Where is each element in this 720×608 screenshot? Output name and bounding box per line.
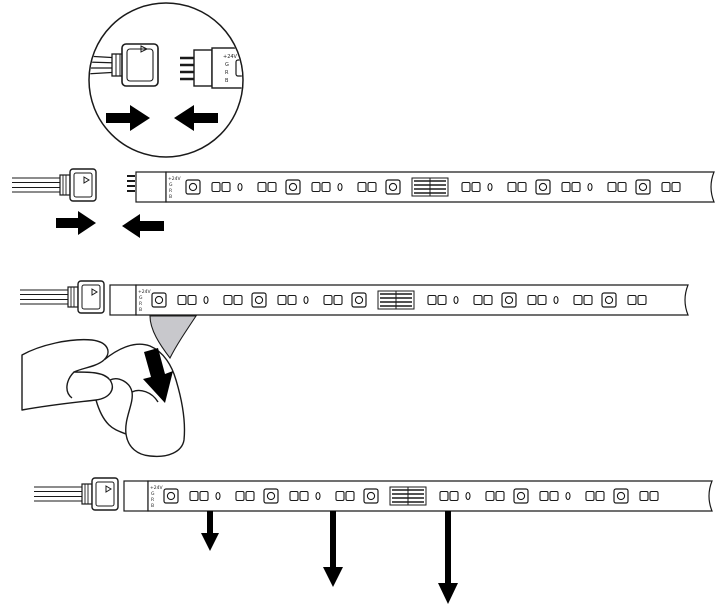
step2-plug-icon (19, 280, 105, 314)
cap (453, 295, 459, 305)
led-chip (285, 179, 301, 195)
step1-pins (127, 175, 135, 192)
cap (215, 491, 221, 501)
detail-magnifier: +24V G R B (88, 2, 244, 158)
led-chip (501, 292, 517, 308)
step1-pin-label-v: +24V (168, 176, 181, 182)
cut-pads (377, 290, 415, 310)
cap (337, 182, 343, 192)
led-chip (635, 179, 651, 195)
cap (487, 182, 493, 192)
step2-pin-label-b: B (139, 307, 142, 313)
cap (465, 491, 471, 501)
step2-peel: +24V G R B (19, 280, 689, 458)
cap (303, 295, 309, 305)
push-arrow-icon-2 (323, 511, 343, 587)
cap (565, 491, 571, 501)
step3-plug-icon (33, 477, 119, 511)
cap (315, 491, 321, 501)
zoom-pin-label-v: +24V (223, 54, 238, 60)
led-chip (185, 179, 201, 195)
cap (237, 182, 243, 192)
step2-strip: +24V G R B (109, 284, 689, 316)
zoomed-plug-icon (90, 43, 159, 87)
step3-pin-label-r: R (151, 497, 154, 503)
zoom-pin-label-b: B (225, 78, 229, 84)
zoom-arrow-left-icon (174, 105, 218, 131)
led-chip (385, 179, 401, 195)
step3-pin-label-v: +24V (150, 485, 163, 491)
step1-arrow-left-icon (122, 214, 164, 238)
led-chip (535, 179, 551, 195)
led-chip (251, 292, 267, 308)
step2-pin-label-g: G (139, 295, 143, 301)
led-chip (613, 488, 629, 504)
zoomed-strip-end-icon: +24V G R B (180, 47, 242, 89)
led-chip (151, 292, 167, 308)
press-down-arrow-icon (143, 348, 173, 403)
led-chip (363, 488, 379, 504)
step2-pin-label-r: R (139, 301, 142, 307)
push-arrow-icon-3 (438, 511, 458, 604)
zoom-arrow-right-icon (106, 105, 150, 131)
cap (587, 182, 593, 192)
step1-connect: +24V G R B (11, 168, 715, 238)
step3-pin-label-b: B (151, 503, 154, 509)
zoom-pin-label-g: G (225, 62, 229, 68)
zoom-pin-label-r: R (225, 70, 229, 76)
step1-arrow-right-icon (56, 211, 96, 235)
cap (203, 295, 209, 305)
cap (553, 295, 559, 305)
step1-pin-label-r: R (169, 188, 172, 194)
step3-mount: +24V G R B (33, 477, 713, 604)
led-chip (601, 292, 617, 308)
step1-pin-label-g: G (169, 182, 173, 188)
led-chip (263, 488, 279, 504)
led-chip (163, 488, 179, 504)
cut-pads (411, 177, 449, 197)
step3-strip: +24V G R B (123, 480, 713, 512)
step3-pin-label-g: G (151, 491, 155, 497)
step1-strip: +24V G R B (135, 171, 715, 203)
backing-tape-icon (149, 315, 198, 360)
push-arrow-icon-1 (201, 511, 219, 551)
led-chip (513, 488, 529, 504)
step1-plug-icon (11, 168, 97, 202)
step2-pin-label-v: +24V (138, 289, 151, 295)
cut-pads (389, 486, 427, 506)
step1-pin-label-b: B (169, 194, 172, 200)
led-chip (351, 292, 367, 308)
